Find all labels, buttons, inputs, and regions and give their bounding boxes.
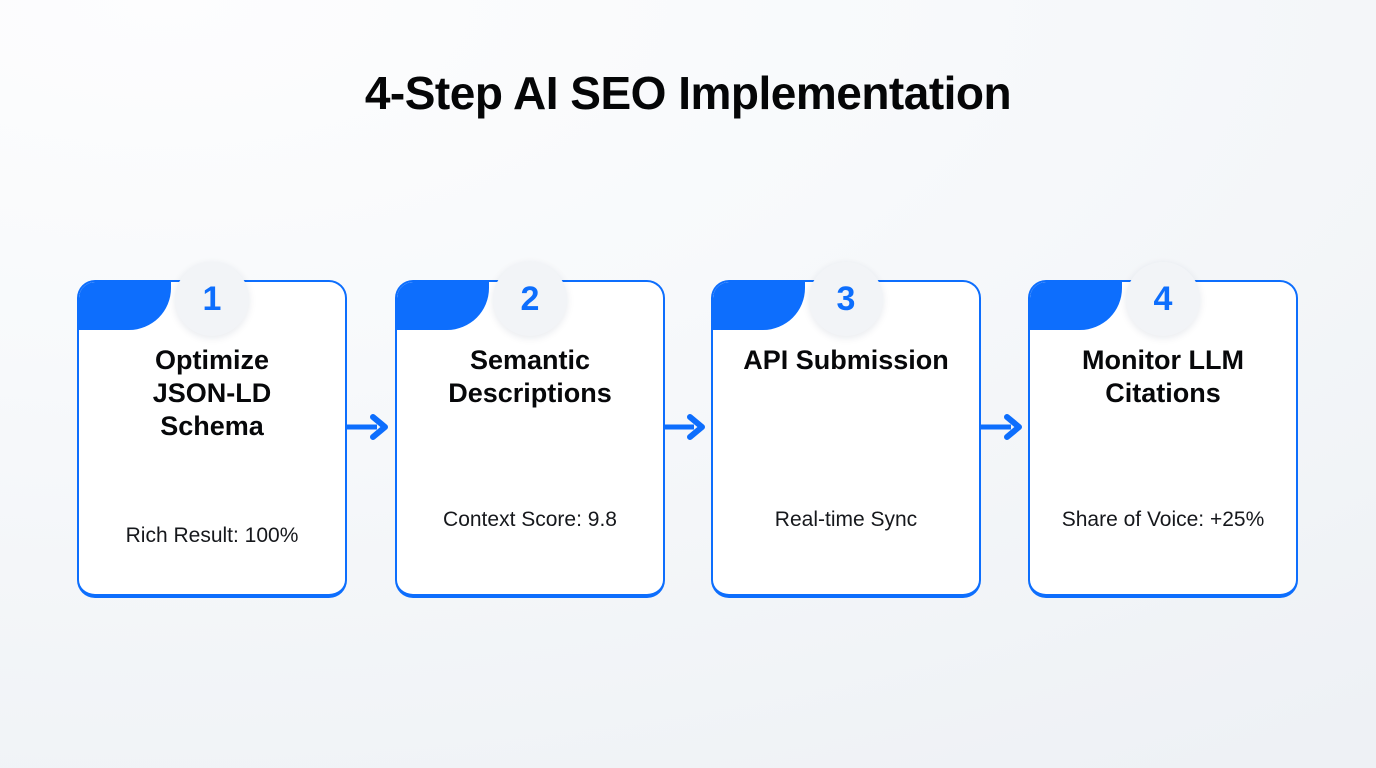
process-flow-diagram: Optimize JSON-LD Schema Rich Result: 100…: [77, 262, 1299, 602]
process-step-4[interactable]: Monitor LLM Citations Share of Voice: +2…: [1028, 262, 1298, 598]
step-card-content: Semantic Descriptions: [397, 282, 663, 594]
arrow-right-icon: [347, 414, 395, 440]
step-metric: Real-time Sync: [774, 508, 918, 531]
process-step-3[interactable]: API Submission Real-time Sync 3: [711, 262, 981, 598]
process-step-1[interactable]: Optimize JSON-LD Schema Rich Result: 100…: [77, 262, 347, 598]
step-card-content: Monitor LLM Citations: [1030, 282, 1296, 594]
step-card-content: API Submission: [713, 282, 979, 594]
step-number-badge: 4: [1126, 262, 1200, 336]
step-title: Optimize JSON-LD Schema: [152, 345, 272, 441]
step-number-badge: 2: [493, 262, 567, 336]
step-metric: Rich Result: 100%: [125, 524, 299, 547]
arrow-right-icon: [664, 414, 712, 440]
arrow-right-icon: [981, 414, 1029, 440]
step-title: Monitor LLM Citations: [1082, 345, 1244, 408]
step-number-badge: 1: [175, 262, 249, 336]
process-step-2[interactable]: Semantic Descriptions Context Score: 9.8…: [395, 262, 665, 598]
step-title: Semantic Descriptions: [448, 345, 612, 408]
step-card-content: Optimize JSON-LD Schema: [79, 282, 345, 594]
page-title: 4-Step AI SEO Implementation: [364, 67, 1012, 119]
step-metric: Context Score: 9.8: [443, 508, 617, 531]
step-metric: Share of Voice: +25%: [1061, 508, 1265, 531]
step-title: API Submission: [743, 345, 949, 375]
step-number-badge: 3: [809, 262, 883, 336]
